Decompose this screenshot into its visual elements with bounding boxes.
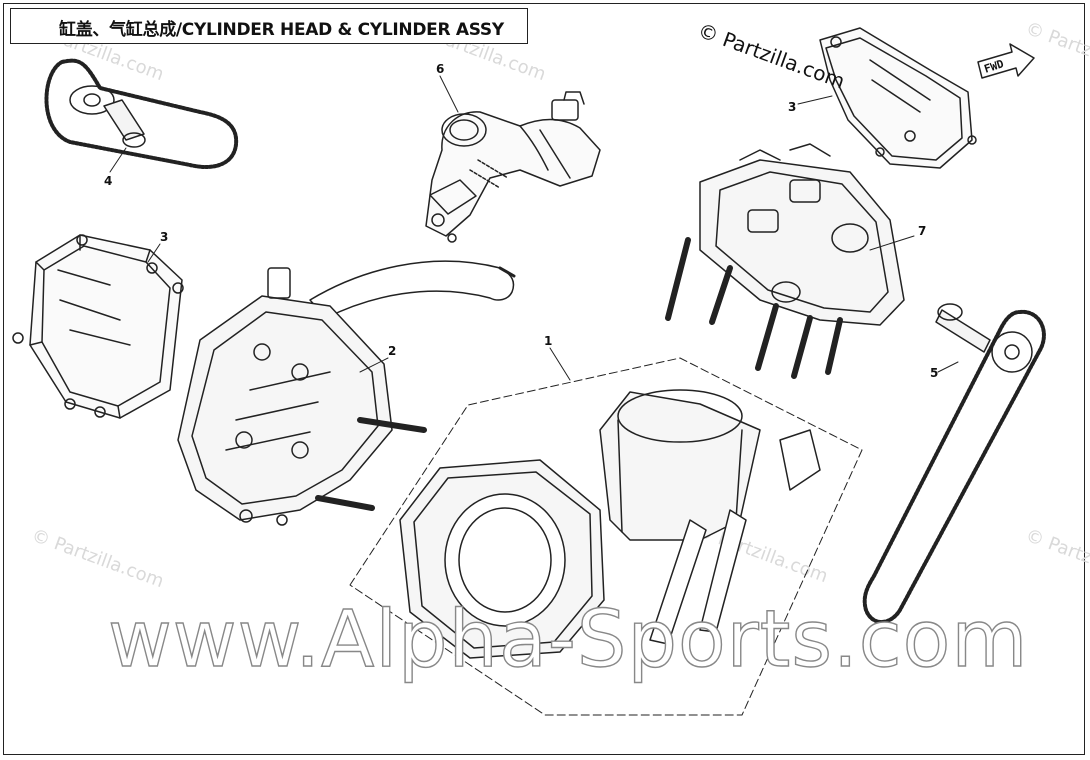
callout-leaders bbox=[109, 75, 959, 381]
part-6-intake-manifold bbox=[425, 91, 601, 243]
forward-arrow-icon bbox=[977, 43, 1035, 79]
callout-3-right[interactable]: 3 bbox=[788, 100, 797, 114]
part-7-cylinder-head bbox=[665, 143, 905, 379]
alpha-sports-watermark: www.Alpha-Sports.com bbox=[107, 594, 1029, 685]
title-box: 缸盖、气缸总成/CYLINDER HEAD & CYLINDER ASSY bbox=[10, 8, 528, 44]
callout-7[interactable]: 7 bbox=[918, 224, 927, 238]
part-5-chain-camshaft bbox=[862, 303, 1046, 624]
part-2-cylinder-head-hose bbox=[177, 260, 516, 526]
part-4-chain-sprocket bbox=[44, 58, 239, 169]
part-3-valve-cover-left bbox=[12, 234, 184, 419]
callout-6[interactable]: 6 bbox=[436, 62, 445, 76]
diagram-title: 缸盖、气缸总成/CYLINDER HEAD & CYLINDER ASSY bbox=[59, 20, 504, 40]
callout-4[interactable]: 4 bbox=[104, 174, 113, 188]
diagram-frame bbox=[3, 3, 1085, 755]
callout-2[interactable]: 2 bbox=[388, 344, 397, 358]
cylinder-group-outline bbox=[349, 357, 863, 716]
callout-1[interactable]: 1 bbox=[544, 334, 553, 348]
callout-3-left[interactable]: 3 bbox=[160, 230, 169, 244]
part-3-valve-cover-right bbox=[819, 27, 977, 169]
callout-5[interactable]: 5 bbox=[930, 366, 939, 380]
part-1-cylinder-block bbox=[399, 389, 821, 659]
